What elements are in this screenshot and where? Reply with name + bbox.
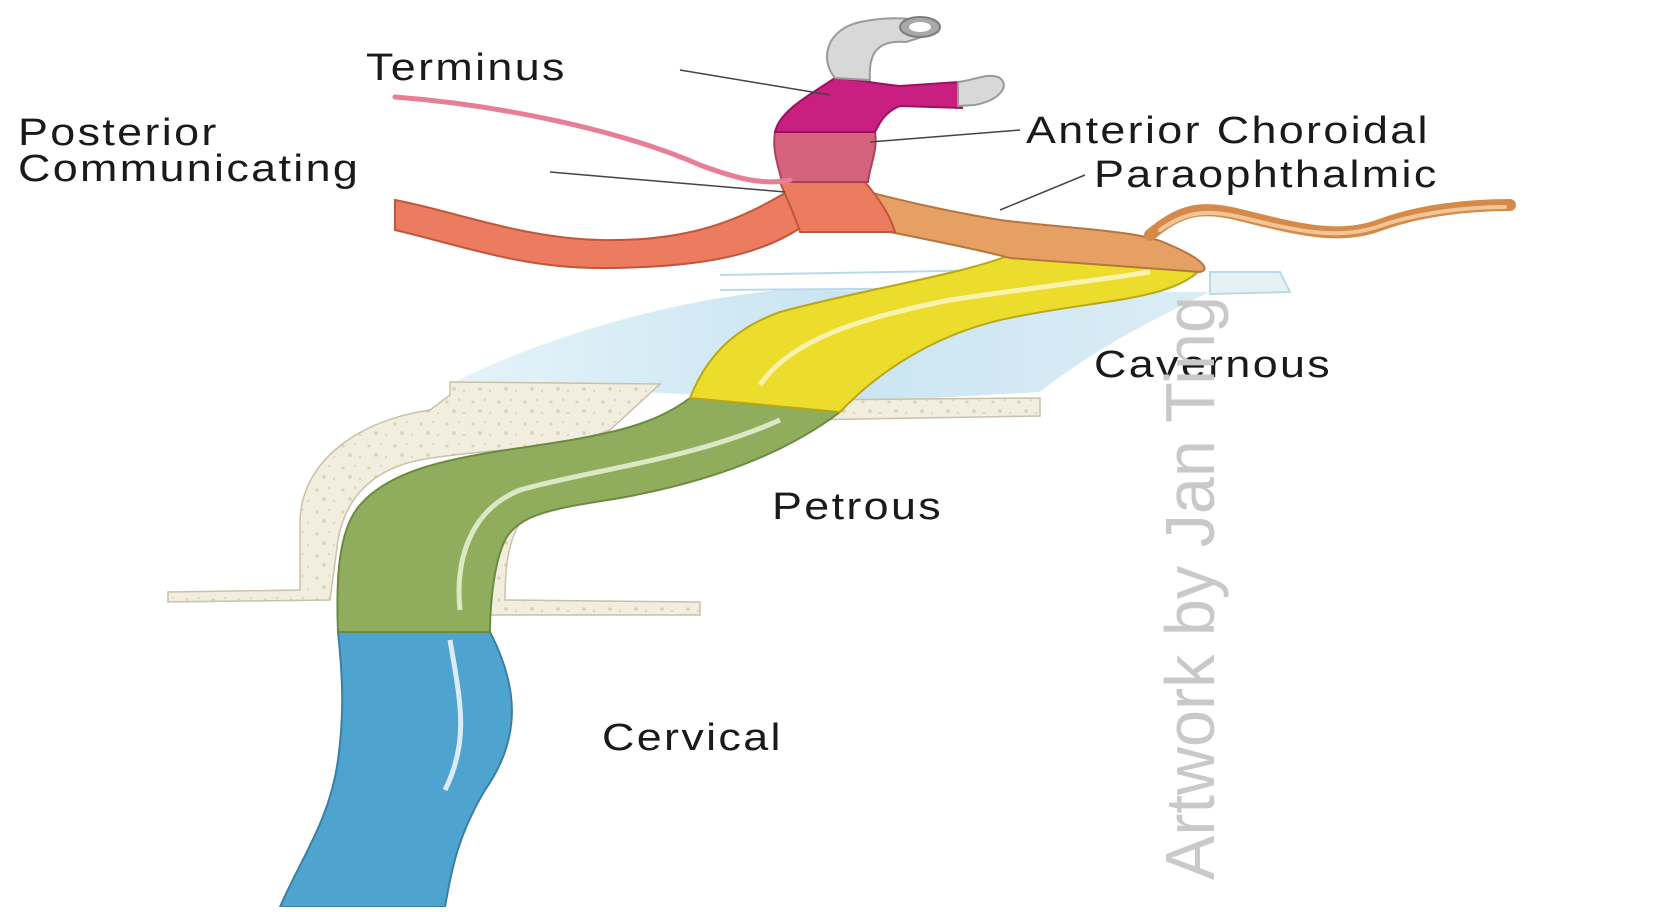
anterior-choroidal-leader bbox=[870, 130, 1020, 142]
cervical-segment bbox=[280, 632, 512, 907]
sinus-right-edge bbox=[1210, 272, 1290, 294]
posterior-communicating-branch bbox=[395, 190, 800, 268]
paraophthalmic-leader bbox=[1000, 175, 1085, 210]
label-petrous: Petrous bbox=[772, 488, 943, 526]
label-anterior-choroidal: Anterior Choroidal bbox=[1026, 112, 1430, 150]
terminus-leader bbox=[680, 70, 830, 95]
anterior-choroidal-segment bbox=[774, 132, 875, 182]
label-posterior-line2: Communicating bbox=[18, 150, 360, 188]
posterior-communicating-segment bbox=[780, 182, 895, 232]
label-posterior-line1: Posterior bbox=[18, 114, 219, 152]
artwork-credit-watermark: Artwork by Jan Ting bbox=[1155, 296, 1225, 880]
mca-branch bbox=[958, 76, 1004, 106]
terminus-segment bbox=[775, 78, 962, 132]
label-cervical: Cervical bbox=[602, 719, 783, 757]
label-terminus: Terminus bbox=[366, 49, 567, 87]
aca-lumen-inner bbox=[909, 22, 931, 32]
pcom-thin-branch bbox=[395, 97, 790, 182]
label-paraophthalmic: Paraophthalmic bbox=[1094, 156, 1439, 194]
